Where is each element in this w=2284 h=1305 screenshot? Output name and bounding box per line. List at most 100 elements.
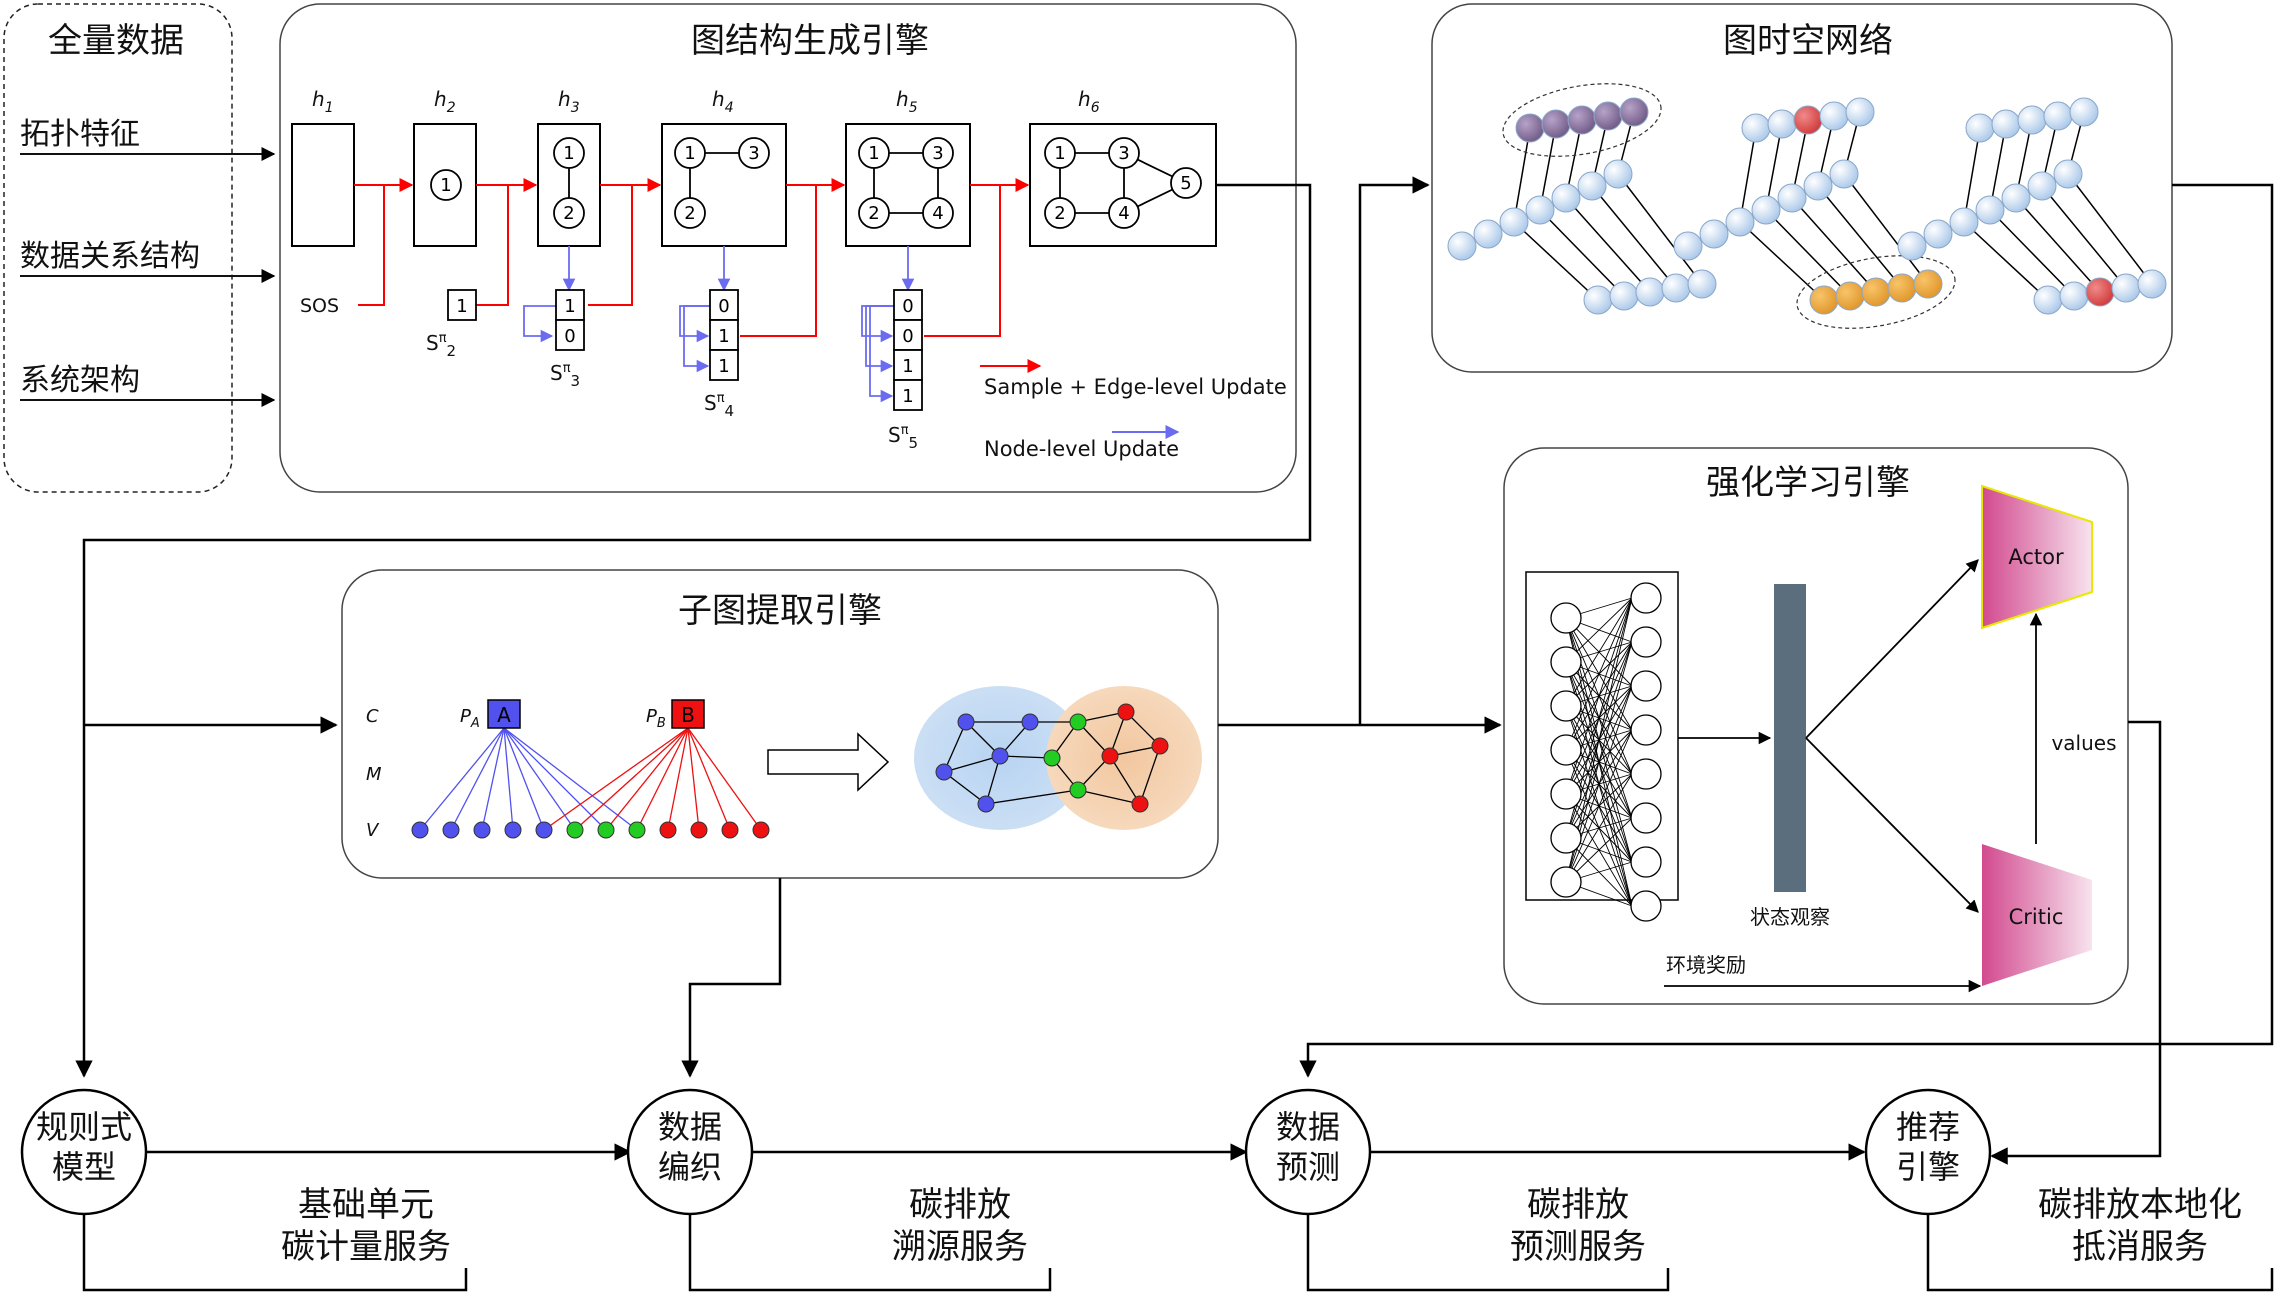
st-node: [1913, 269, 1943, 299]
svg-text:1: 1: [564, 296, 575, 317]
st-node: [1725, 207, 1755, 237]
graph-gen-panel: [279, 3, 1297, 493]
svg-text:0: 0: [564, 326, 575, 347]
svg-text:数据: 数据: [658, 1108, 722, 1146]
graph-node: 1: [858, 137, 890, 169]
sos-label: SOS: [300, 295, 339, 317]
st-node: [1809, 285, 1839, 315]
input-topology: 拓扑特征: [20, 117, 140, 152]
graph-node: 2: [674, 197, 706, 229]
st-node: [1767, 109, 1797, 139]
subgraph-node: [1101, 747, 1119, 765]
st-graph: [1897, 97, 2167, 315]
v-node: [721, 821, 739, 839]
st-node: [1897, 231, 1927, 261]
svg-text:5: 5: [1180, 173, 1191, 194]
svg-text:1: 1: [902, 386, 913, 407]
rl-content: 状态观察 Actor Critic values 环境奖励: [1525, 484, 2117, 993]
graph-node: 2: [553, 197, 585, 229]
st-node: [1635, 277, 1665, 307]
svg-text:1: 1: [563, 143, 574, 164]
subgraph-node: [935, 763, 953, 781]
vector-cell: 1: [709, 319, 739, 351]
st-node: [1923, 219, 1953, 249]
st-node: [1975, 195, 2005, 225]
svg-text:2: 2: [563, 203, 574, 224]
svg-text:1: 1: [684, 143, 695, 164]
st-graph: [1447, 83, 1717, 315]
vector-cell: 0: [709, 289, 739, 321]
st-node: [2053, 159, 2083, 189]
graph-node: 2: [858, 197, 890, 229]
actor-label: Actor: [2008, 545, 2064, 569]
flow-nodes: 规则式 模型 数据 编织 数据 预测 推荐 引擎: [20, 1088, 1992, 1216]
subgraph-title: 子图提取引擎: [678, 591, 882, 631]
svg-text:0: 0: [902, 326, 913, 347]
critic-label: Critic: [2009, 905, 2064, 929]
st-node: [2069, 97, 2099, 127]
graph-node: 5: [1170, 167, 1202, 199]
nn-node: [1630, 890, 1662, 922]
h6-label: h6: [1078, 87, 1100, 116]
input-architecture: 系统架构: [20, 363, 140, 398]
rl-panel: [1503, 447, 2129, 1005]
st-node: [1577, 171, 1607, 201]
nn-node: [1630, 802, 1662, 834]
st-node: [1835, 281, 1865, 311]
service-1-line2: 碳计量服务: [281, 1227, 451, 1267]
values-label: values: [2051, 731, 2116, 755]
st-node: [1603, 159, 1633, 189]
subgraph-node: [1151, 737, 1169, 755]
st-node: [1673, 231, 1703, 261]
graph-gen-title: 图结构生成引擎: [691, 21, 929, 61]
nn-node: [1550, 602, 1582, 634]
h5-label: h5: [896, 87, 918, 116]
s2-label: Sπ2: [426, 331, 456, 360]
h1-label: h1: [312, 87, 334, 116]
s4-label: Sπ4: [704, 391, 734, 420]
subgraph-node: [1021, 713, 1039, 731]
v-node: [504, 821, 522, 839]
vector-cell: 1: [555, 289, 585, 321]
service-3-line1: 碳排放: [1527, 1185, 1629, 1225]
graph-node: 1: [674, 137, 706, 169]
st-node: [1965, 113, 1995, 143]
pa-label: PA: [460, 706, 480, 731]
st-node: [1593, 101, 1623, 131]
rl-title: 强化学习引擎: [1706, 463, 1910, 503]
nn-node: [1630, 714, 1662, 746]
st-node: [1803, 171, 1833, 201]
st-node: [2027, 171, 2057, 201]
level-v: V: [366, 820, 380, 841]
st-node: [1819, 101, 1849, 131]
subgraph-node: [1043, 749, 1061, 767]
v-node: [628, 821, 646, 839]
h3-label: h3: [558, 87, 580, 116]
svg-text:模型: 模型: [52, 1148, 116, 1186]
nn-node: [1630, 582, 1662, 614]
pb-label: PB: [646, 706, 666, 731]
st-node: [2001, 183, 2031, 213]
nn-node: [1630, 670, 1662, 702]
flow-node-data-prediction: 数据 预测: [1244, 1088, 1372, 1216]
input-relations: 数据关系结构: [20, 239, 200, 274]
vector-cell: 0: [893, 289, 923, 321]
nn-node: [1630, 846, 1662, 878]
vector-cell: 0: [893, 319, 923, 351]
st-node: [1499, 207, 1529, 237]
spatio-title: 图时空网络: [1723, 21, 1893, 61]
v-node: [752, 821, 770, 839]
service-1-line1: 基础单元: [298, 1185, 434, 1225]
vector-cell: 1: [709, 349, 739, 381]
actor-shape: [1981, 484, 2093, 630]
st-node: [1699, 219, 1729, 249]
v-node: [411, 821, 429, 839]
svg-text:编织: 编织: [658, 1148, 722, 1186]
st-node: [1541, 109, 1571, 139]
nn-node: [1550, 690, 1582, 722]
service-2-line1: 碳排放: [909, 1185, 1011, 1225]
st-node: [1751, 195, 1781, 225]
subgraph-node: [977, 795, 995, 813]
